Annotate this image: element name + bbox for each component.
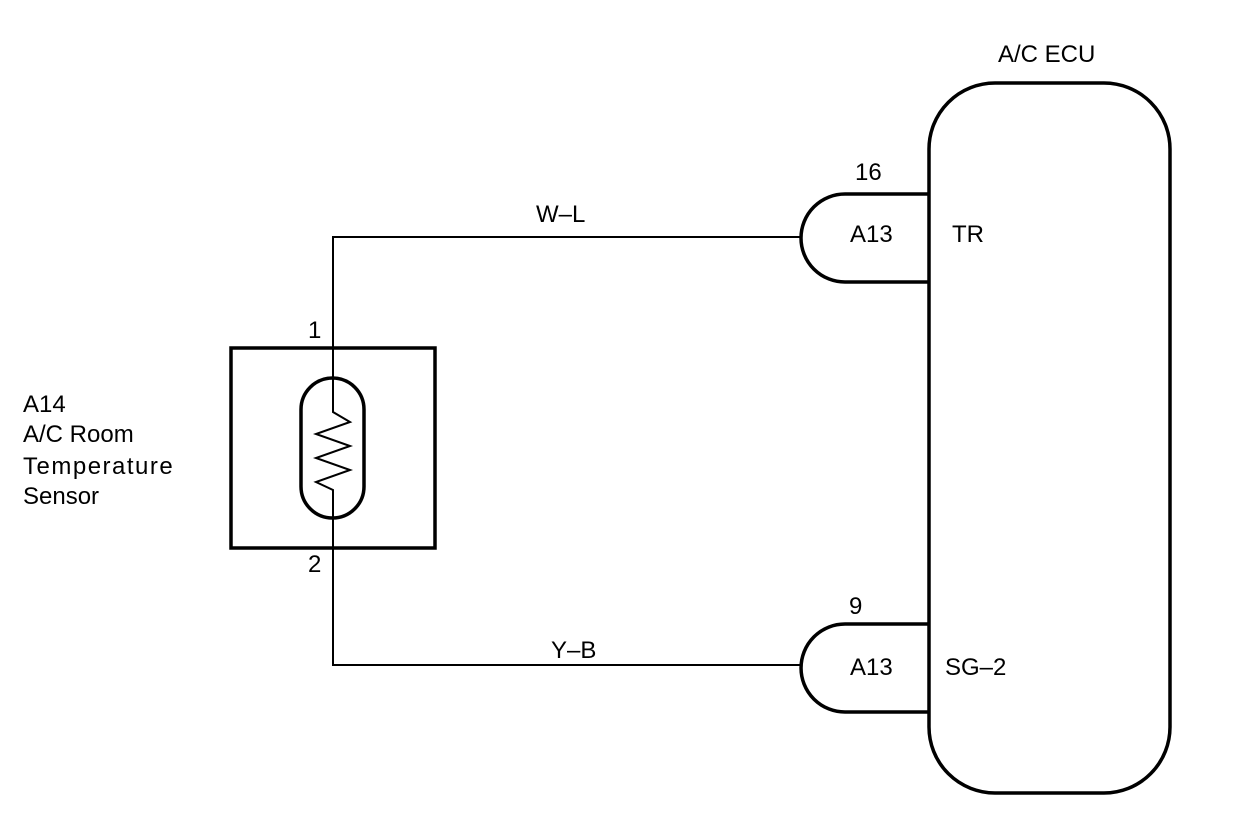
sensor-name-line2: Temperature <box>23 453 174 480</box>
connector-label-lower: A13 <box>850 654 893 681</box>
resistor-zigzag <box>312 380 354 515</box>
sensor-name-line1: A/C Room <box>23 421 134 448</box>
wire-w-l <box>332 236 802 380</box>
wire-label-w-l: W–L <box>536 201 585 228</box>
sensor-name-line3: Sensor <box>23 483 99 510</box>
sensor-pin-1: 1 <box>308 317 321 344</box>
ecu-title: A/C ECU <box>998 41 1095 68</box>
ecu-body <box>927 81 1172 795</box>
terminal-tr: TR <box>952 221 984 248</box>
thermistor-capsule <box>299 376 366 520</box>
terminal-sg2: SG–2 <box>945 654 1006 681</box>
sensor-pin-2: 2 <box>308 551 321 578</box>
wire-label-y-b: Y–B <box>551 637 596 664</box>
wire-y-b <box>332 515 800 666</box>
pin-number-9: 9 <box>849 593 862 620</box>
pin-number-16: 16 <box>855 159 882 186</box>
sensor-code: A14 <box>23 391 66 418</box>
connector-a13-lower <box>799 622 929 714</box>
sensor-box <box>229 346 437 550</box>
connector-label-upper: A13 <box>850 221 893 248</box>
